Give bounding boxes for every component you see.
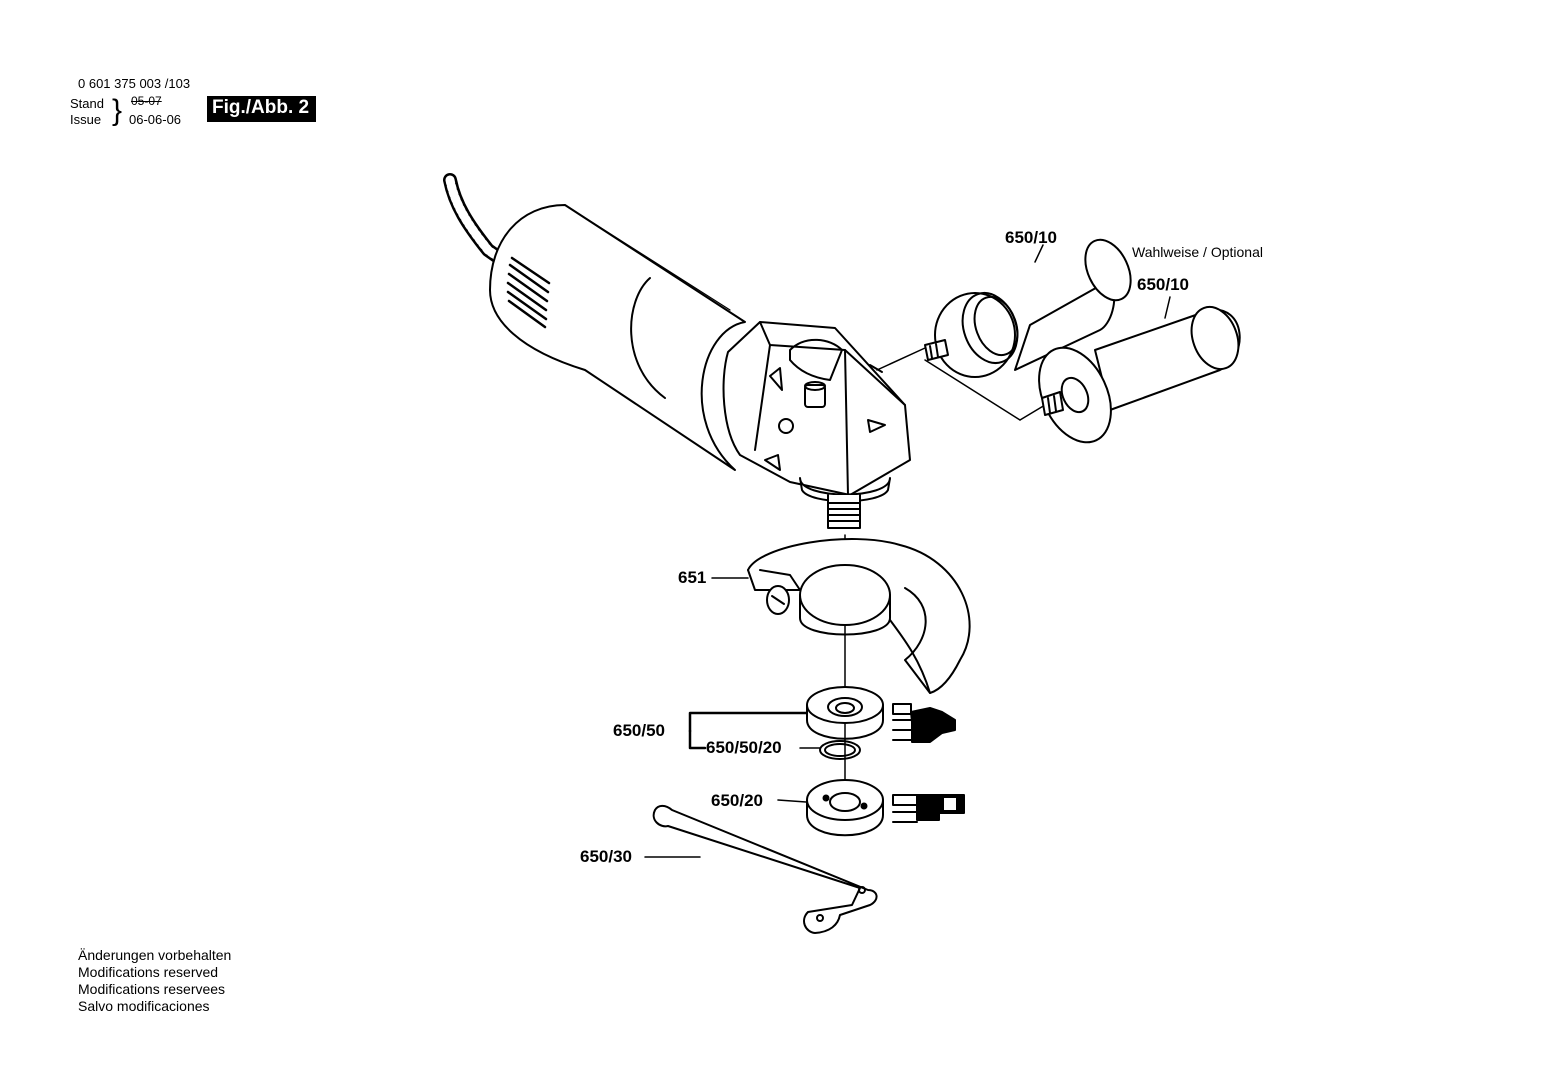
mounting-flange	[806, 686, 884, 740]
wheel-guard	[747, 538, 971, 694]
brace-icon: }	[112, 94, 123, 127]
optional-note: Wahlweise / Optional	[1132, 244, 1263, 260]
clamping-nut	[806, 779, 884, 837]
callout-flange-set: 650/50	[613, 721, 665, 740]
callout-clamping-nut: 650/20	[711, 791, 763, 810]
spanner	[652, 804, 878, 934]
old-date: 05-07	[131, 94, 162, 108]
issue-date: 06-06-06	[129, 112, 182, 127]
callout-spanner: 650/30	[580, 847, 632, 866]
callout-guard: 651	[678, 568, 707, 587]
flange-section-symbol	[892, 703, 956, 743]
part-number: 0 601 375 003 /103	[78, 76, 191, 91]
nut-section-symbol	[892, 794, 965, 823]
issue-label: Issue	[70, 112, 102, 127]
gear-head	[722, 321, 911, 496]
callout-handle-bottom: 650/10	[1137, 275, 1189, 294]
notice-french: Modifications reservees	[78, 981, 226, 997]
figure-label: Fig./Abb. 2	[207, 96, 317, 122]
callout-flange-ring: 650/50/20	[706, 738, 782, 757]
side-handle-top	[924, 238, 1132, 378]
notice-spanish: Salvo modificaciones	[78, 998, 210, 1014]
notice-german: Änderungen vorbehalten	[78, 947, 232, 963]
notice-english: Modifications reserved	[78, 964, 219, 980]
side-handle-bottom	[1038, 306, 1241, 444]
handle-connector-lines	[876, 347, 1046, 421]
callout-handle-top: 650/10	[1005, 228, 1057, 247]
leader-lines	[644, 244, 1171, 858]
spindle	[799, 477, 891, 529]
power-cord	[443, 173, 512, 269]
stand-label: Stand	[70, 96, 104, 111]
o-ring	[819, 740, 861, 760]
modifications-notice: Änderungen vorbehalten Modifications res…	[78, 947, 231, 1015]
motor-housing	[489, 204, 746, 471]
vent-slots	[506, 256, 551, 329]
